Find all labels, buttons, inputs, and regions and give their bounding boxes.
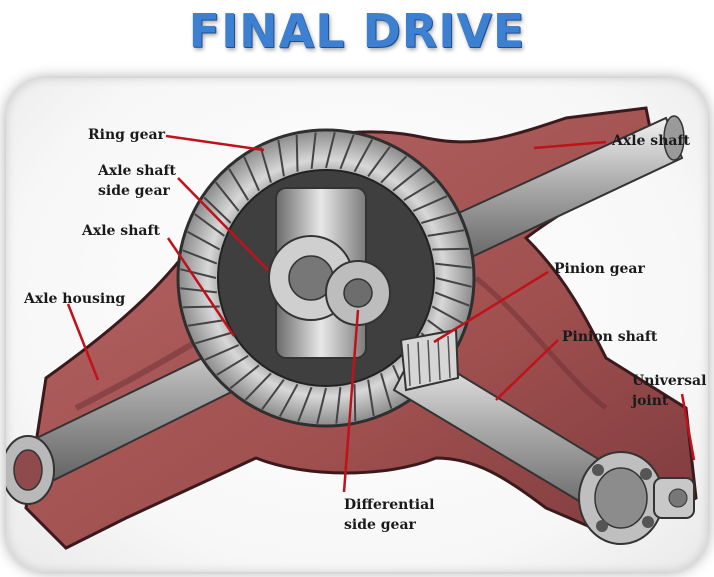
label-universal-joint-line1: Universal (632, 372, 706, 391)
label-ring-gear: Ring gear (88, 126, 165, 145)
label-axle-housing: Axle housing (24, 290, 125, 309)
label-universal-joint-line2: joint (632, 392, 668, 411)
label-axle-shaft-left: Axle shaft (82, 222, 160, 241)
diagram-panel: Ring gear Axle shaft Axle shaft side gea… (6, 78, 708, 572)
label-pinion-gear: Pinion gear (554, 260, 645, 279)
label-pinion-shaft: Pinion shaft (562, 328, 657, 347)
ring-gear-tooth (355, 384, 356, 421)
label-differential-side-gear-line2: side gear (344, 516, 416, 535)
page-title: FINAL DRIVE (0, 4, 714, 58)
label-differential-side-gear-line1: Differential (344, 496, 435, 515)
label-axle-shaft-side-gear-line1: Axle shaft (98, 162, 176, 181)
label-axle-shaft-side-gear-line2: side gear (98, 182, 170, 201)
leader-ring-gear (166, 136, 264, 150)
ring-gear-tooth (432, 249, 469, 250)
label-axle-shaft-right: Axle shaft (612, 132, 690, 151)
ring-gear-tooth (297, 135, 298, 172)
